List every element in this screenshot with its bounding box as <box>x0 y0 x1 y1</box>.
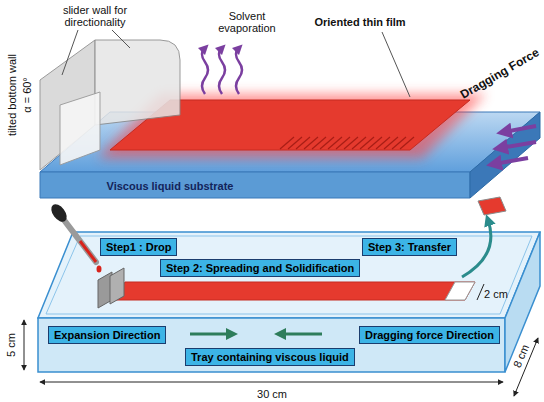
film-ridge <box>384 137 398 149</box>
back-wall <box>95 40 180 125</box>
process-label: Solvent evaporation <box>211 10 283 34</box>
tray-front <box>38 318 505 372</box>
part-label: Oriented thin film <box>314 16 405 28</box>
drag-arrows <box>494 126 536 164</box>
tray <box>38 232 540 372</box>
dimension-line <box>24 320 25 370</box>
box-text: Dragging force Direction <box>365 328 494 342</box>
part-label: Viscous liquid substrate <box>107 180 234 192</box>
film-ridge <box>368 137 382 149</box>
part-label: slider wall for directionality <box>49 4 141 28</box>
drag-arrow <box>494 158 528 164</box>
direction-arrow <box>190 333 232 336</box>
drag-arrow <box>504 126 536 132</box>
evaporation-arrows <box>202 48 242 94</box>
drag-arrow <box>500 142 536 148</box>
leader-line <box>382 32 410 97</box>
transfer-area <box>445 282 475 300</box>
force-label: Dragging Force <box>458 46 541 102</box>
film-ridge <box>280 137 294 149</box>
film-ridges <box>280 137 414 149</box>
step-box: Expansion Direction <box>48 326 166 344</box>
film-strip <box>115 282 475 300</box>
step-box: Tray containing viscous liquid <box>185 348 355 366</box>
transfer-arrow <box>462 220 491 277</box>
evaporation-arrow <box>219 48 225 94</box>
slider-wall-small <box>110 268 124 304</box>
dropper-liquid <box>80 241 96 262</box>
film-ridge <box>336 137 350 149</box>
film-ridge <box>344 137 358 149</box>
film-ridge <box>392 137 406 149</box>
tray-side <box>505 232 540 372</box>
film-ridge <box>304 137 318 149</box>
dropper-bulb <box>48 201 70 224</box>
dropper <box>48 201 101 272</box>
film-ridge <box>360 137 374 149</box>
angle-label: α = 60° <box>21 77 33 113</box>
direction-arrow <box>280 333 322 336</box>
tray-rim <box>46 236 532 314</box>
evaporation-arrow <box>202 48 208 94</box>
dimension-label: 30 cm <box>257 388 287 400</box>
box-text: Expansion Direction <box>54 328 160 342</box>
dimension-line <box>477 284 484 300</box>
part-label: tilted bottom wall <box>6 54 18 136</box>
dimension-line <box>40 382 503 383</box>
box-text: Step1 : Drop <box>106 240 171 254</box>
dropper-tube <box>64 220 96 262</box>
box-text: Tray containing viscous liquid <box>191 350 349 364</box>
film-ridge <box>296 137 310 149</box>
leader-line <box>62 30 78 75</box>
slab-front <box>40 172 470 198</box>
slab-side <box>470 112 540 198</box>
transferred-film <box>478 197 506 215</box>
step-box: Step 3: Transfer <box>362 238 457 256</box>
step-box: Step1 : Drop <box>100 238 177 256</box>
step-box: Step 2: Spreading and Solidification <box>160 259 360 277</box>
box-text: Step 3: Transfer <box>368 240 451 254</box>
box-text: Step 2: Spreading and Solidification <box>166 261 354 275</box>
film-ridge <box>400 137 414 149</box>
film-ridge <box>320 137 334 149</box>
step-box: Dragging force Direction <box>359 326 500 344</box>
film-ridge <box>328 137 342 149</box>
drop <box>97 266 102 273</box>
film-ridge <box>288 137 302 149</box>
leader-line <box>112 30 130 48</box>
film-ridge <box>352 137 366 149</box>
slider-wall <box>40 40 180 170</box>
dimension-label: 2 cm <box>484 288 508 300</box>
film-ridge <box>312 137 326 149</box>
tilted-wall <box>60 92 100 165</box>
dimension-lines <box>24 320 538 396</box>
film-ridge <box>376 137 390 149</box>
evaporation-arrow <box>236 48 242 94</box>
dimension-label: 5 cm <box>5 333 17 357</box>
